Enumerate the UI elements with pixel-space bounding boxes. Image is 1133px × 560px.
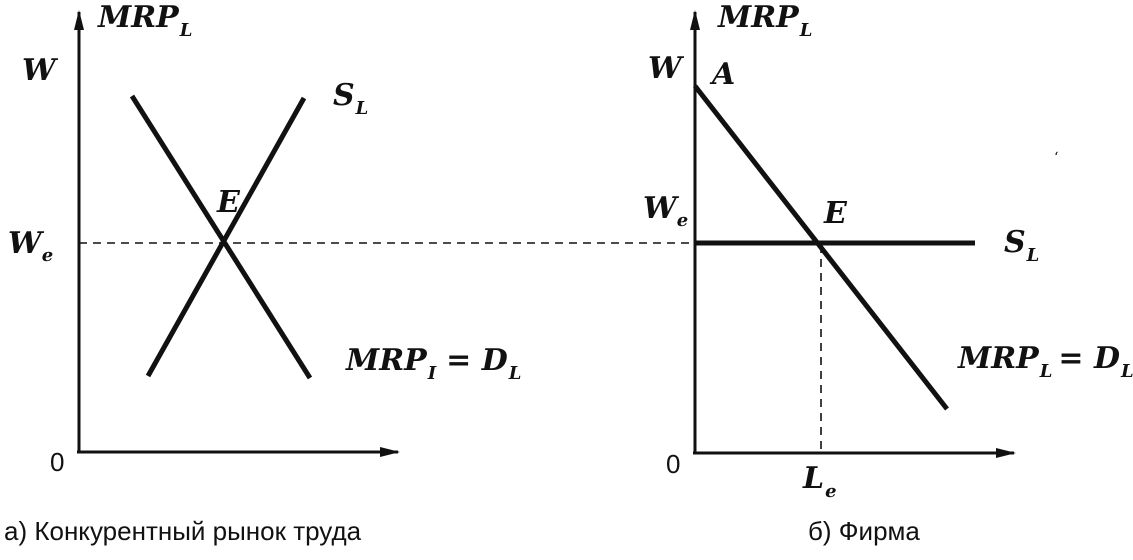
right-point-a-label: A: [709, 57, 735, 92]
left-equilibrium-wage-label: We: [8, 226, 53, 266]
left-demand-curve: [129, 94, 313, 380]
left-supply-label: SL: [333, 78, 368, 119]
left-wage-label: W: [22, 53, 59, 88]
left-supply-curve: [145, 96, 307, 378]
stray-mark: ‘: [1054, 150, 1058, 166]
right-point-e-label: E: [823, 196, 848, 231]
right-caption: б) Фирма: [808, 516, 920, 546]
left-point-e-label: E: [216, 185, 241, 220]
left-demand-label: MRPI= DL: [345, 343, 521, 384]
left-caption: а) Конкурентный рынок труда: [4, 516, 362, 546]
right-demand-label: MRPL= DL: [957, 341, 1133, 382]
right-panel: MRPL W A We E SL MRPL= DL 0 Le ‘: [643, 0, 1133, 502]
right-y-axis-label: MRPL: [717, 0, 812, 41]
right-equilibrium-wage-label: We: [643, 191, 688, 231]
right-supply-label: SL: [1004, 225, 1039, 266]
employment-label: Le: [802, 461, 837, 502]
left-origin-label: 0: [50, 447, 64, 477]
right-wage-label: W: [648, 51, 685, 86]
right-origin-label: 0: [666, 449, 680, 479]
left-y-axis-label: MRPL: [97, 0, 192, 41]
left-panel: MRPL W We E SL MRPI= DL 0: [8, 0, 690, 477]
